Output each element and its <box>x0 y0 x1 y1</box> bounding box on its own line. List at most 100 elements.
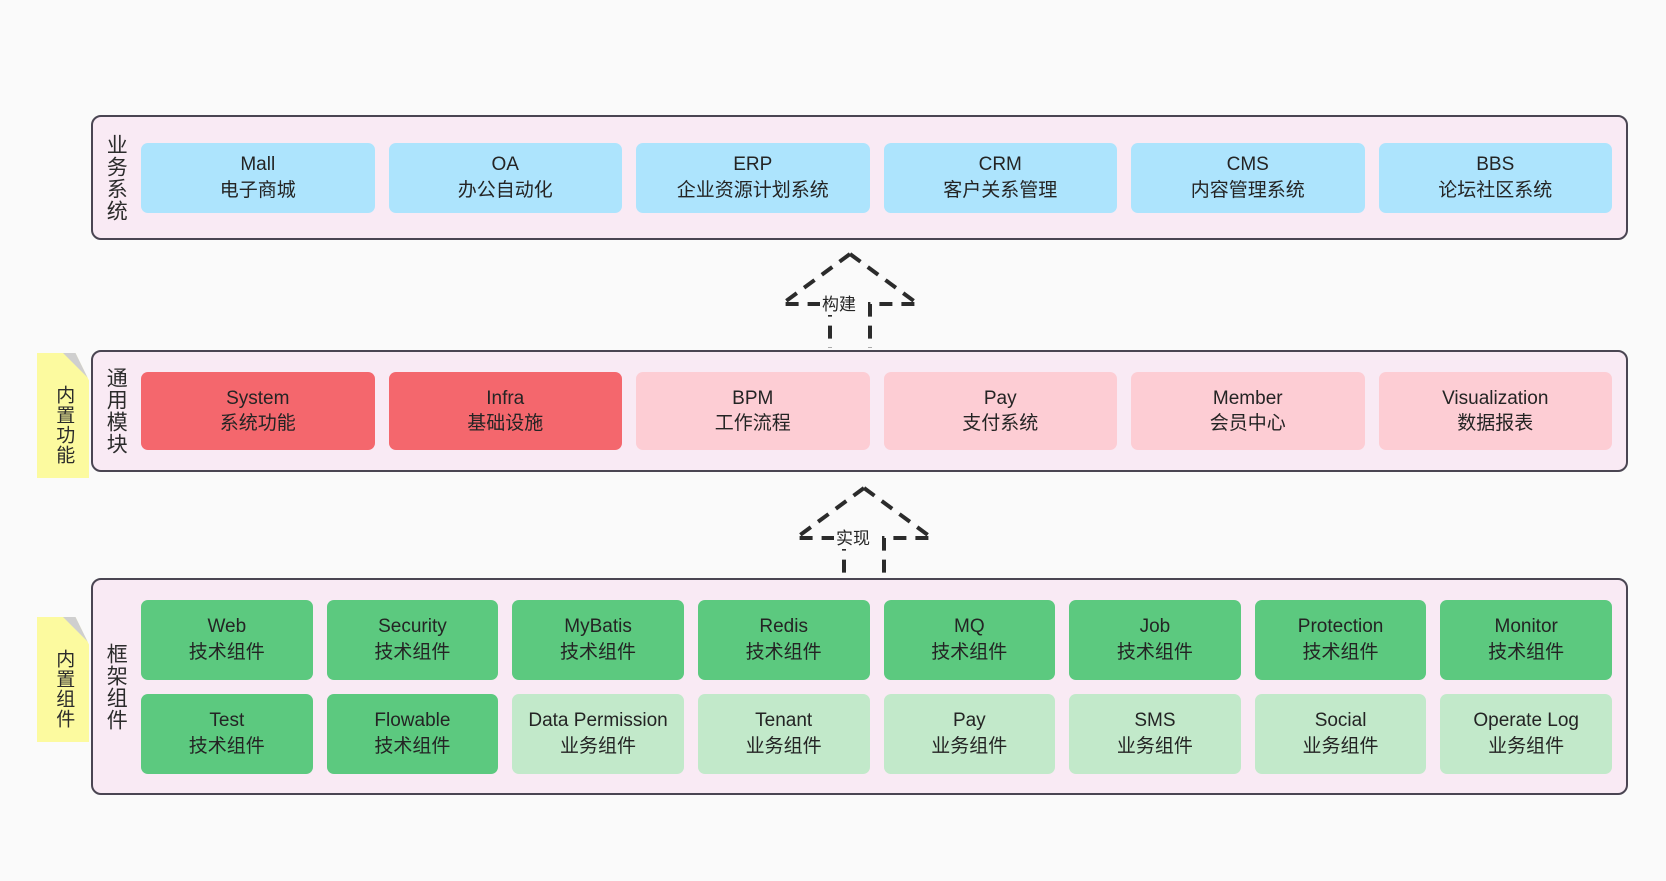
card-social[interactable]: Social 业务组件 <box>1254 693 1427 774</box>
card-job[interactable]: Job 技术组件 <box>1069 599 1241 680</box>
card-system[interactable]: System 系统功能 <box>141 372 375 450</box>
card-subtitle: 内容管理系统 <box>1190 179 1305 201</box>
card-subtitle: 企业资源计划系统 <box>676 179 829 201</box>
card-group-framework: Web 技术组件 Security 技术组件 MyBatis 技术组件 Redi… <box>137 580 1626 793</box>
card-flowable[interactable]: Flowable 技术组件 <box>326 693 499 774</box>
card-crm[interactable]: CRM 客户关系管理 <box>883 142 1117 213</box>
card-redis[interactable]: Redis 技术组件 <box>697 599 870 680</box>
card-erp[interactable]: ERP 企业资源计划系统 <box>636 142 870 213</box>
card-subtitle: 支付系统 <box>962 413 1039 434</box>
card-title: Infra <box>486 387 525 409</box>
card-title: Web <box>207 616 247 638</box>
card-title: OA <box>491 154 519 176</box>
card-row: Mall 电子商城 OA 办公自动化 ERP 企业资源计划系统 CRM 客户关系… <box>141 142 1612 213</box>
card-visualization[interactable]: Visualization 数据报表 <box>1378 372 1612 450</box>
card-title: Monitor <box>1494 616 1558 638</box>
card-subtitle: 电子商城 <box>219 179 296 201</box>
card-subtitle: 数据报表 <box>1457 413 1534 434</box>
layer-business-systems: 业务系统 Mall 电子商城 OA 办公自动化 ERP 企业资源计划系统 CRM… <box>91 115 1628 240</box>
card-subtitle: 业务组件 <box>745 735 822 757</box>
card-subtitle: 工作流程 <box>714 413 791 434</box>
card-row-tech: Web 技术组件 Security 技术组件 MyBatis 技术组件 Redi… <box>141 599 1612 680</box>
card-title: Job <box>1139 616 1171 638</box>
card-bpm[interactable]: BPM 工作流程 <box>636 372 870 450</box>
generalization-arrow-icon <box>789 486 939 582</box>
card-mq[interactable]: MQ 技术组件 <box>883 599 1056 680</box>
card-subtitle: 技术组件 <box>374 641 451 663</box>
layer-framework-components: 框架组件 Web 技术组件 Security 技术组件 MyBatis 技术组件… <box>91 578 1628 795</box>
card-subtitle: 技术组件 <box>745 641 822 663</box>
card-title: ERP <box>733 154 773 176</box>
card-infra[interactable]: Infra 基础设施 <box>388 372 622 450</box>
card-pay-module[interactable]: Pay 支付系统 <box>883 372 1117 450</box>
card-subtitle: 业务组件 <box>1116 735 1193 757</box>
layer-title-common-modules: 通用模块 <box>104 367 128 455</box>
card-title: Social <box>1314 710 1367 732</box>
card-sms[interactable]: SMS 业务组件 <box>1069 693 1241 774</box>
folded-corner-icon <box>63 353 89 379</box>
card-title: Pay <box>983 387 1017 409</box>
connector-label: 实现 <box>834 524 872 549</box>
card-title: Mall <box>240 154 276 176</box>
card-title: Member <box>1212 387 1283 409</box>
card-subtitle: 技术组件 <box>374 735 451 757</box>
card-test[interactable]: Test 技术组件 <box>141 693 313 774</box>
card-title: System <box>226 387 290 409</box>
folded-corner-icon <box>63 617 89 643</box>
card-subtitle: 业务组件 <box>931 735 1008 757</box>
card-member[interactable]: Member 会员中心 <box>1131 372 1365 450</box>
card-protection[interactable]: Protection 技术组件 <box>1254 599 1427 680</box>
card-subtitle: 技术组件 <box>188 735 265 757</box>
layer-title-business-systems: 业务系统 <box>104 133 128 222</box>
card-title: MyBatis <box>564 616 632 638</box>
card-monitor[interactable]: Monitor 技术组件 <box>1440 599 1612 680</box>
card-title: Tenant <box>755 710 813 732</box>
card-row-business: Test 技术组件 Flowable 技术组件 Data Permission … <box>141 693 1612 774</box>
card-bbs[interactable]: BBS 论坛社区系统 <box>1378 142 1612 213</box>
card-title: BPM <box>732 387 774 409</box>
card-subtitle: 基础设施 <box>467 413 544 434</box>
card-cms[interactable]: CMS 内容管理系统 <box>1131 142 1365 213</box>
card-group-business: Mall 电子商城 OA 办公自动化 ERP 企业资源计划系统 CRM 客户关系… <box>137 117 1626 238</box>
sticky-note-label: 内置组件 <box>53 648 75 729</box>
card-subtitle: 技术组件 <box>931 641 1008 663</box>
card-oa[interactable]: OA 办公自动化 <box>388 142 622 213</box>
card-title: Flowable <box>374 710 451 732</box>
card-group-modules: System 系统功能 Infra 基础设施 BPM 工作流程 Pay 支付系统… <box>137 352 1626 470</box>
card-subtitle: 业务组件 <box>1488 735 1565 757</box>
sticky-note-builtin-features: 内置功能 <box>37 353 89 478</box>
connector-build: 构建 <box>760 248 940 348</box>
card-title: MQ <box>954 616 985 638</box>
generalization-arrow-icon <box>775 252 925 348</box>
card-title: Data Permission <box>528 710 668 732</box>
card-title: Security <box>378 616 447 638</box>
card-title: Test <box>209 710 245 732</box>
connector-label: 构建 <box>820 290 858 315</box>
card-mybatis[interactable]: MyBatis 技术组件 <box>512 599 684 680</box>
card-mall[interactable]: Mall 电子商城 <box>141 142 375 213</box>
card-subtitle: 技术组件 <box>1488 641 1565 663</box>
card-subtitle: 系统功能 <box>219 413 296 434</box>
card-title: Operate Log <box>1473 710 1579 732</box>
card-pay-component[interactable]: Pay 业务组件 <box>883 693 1056 774</box>
card-web[interactable]: Web 技术组件 <box>141 599 313 680</box>
card-subtitle: 技术组件 <box>188 641 265 663</box>
connector-implement: 实现 <box>774 482 954 582</box>
card-title: BBS <box>1476 154 1515 176</box>
card-title: Visualization <box>1442 387 1549 409</box>
card-subtitle: 业务组件 <box>560 735 637 757</box>
card-title: Protection <box>1297 616 1384 638</box>
card-subtitle: 技术组件 <box>1302 641 1379 663</box>
card-title: CMS <box>1226 154 1269 176</box>
card-tenant[interactable]: Tenant 业务组件 <box>697 693 870 774</box>
card-operate-log[interactable]: Operate Log 业务组件 <box>1440 693 1612 774</box>
card-subtitle: 论坛社区系统 <box>1438 179 1553 201</box>
card-subtitle: 技术组件 <box>1116 641 1193 663</box>
card-title: Redis <box>759 616 808 638</box>
card-security[interactable]: Security 技术组件 <box>326 599 499 680</box>
card-title: Pay <box>952 710 986 732</box>
card-data-permission[interactable]: Data Permission 业务组件 <box>512 693 684 774</box>
sticky-note-label: 内置功能 <box>53 384 75 465</box>
card-subtitle: 客户关系管理 <box>943 179 1058 201</box>
